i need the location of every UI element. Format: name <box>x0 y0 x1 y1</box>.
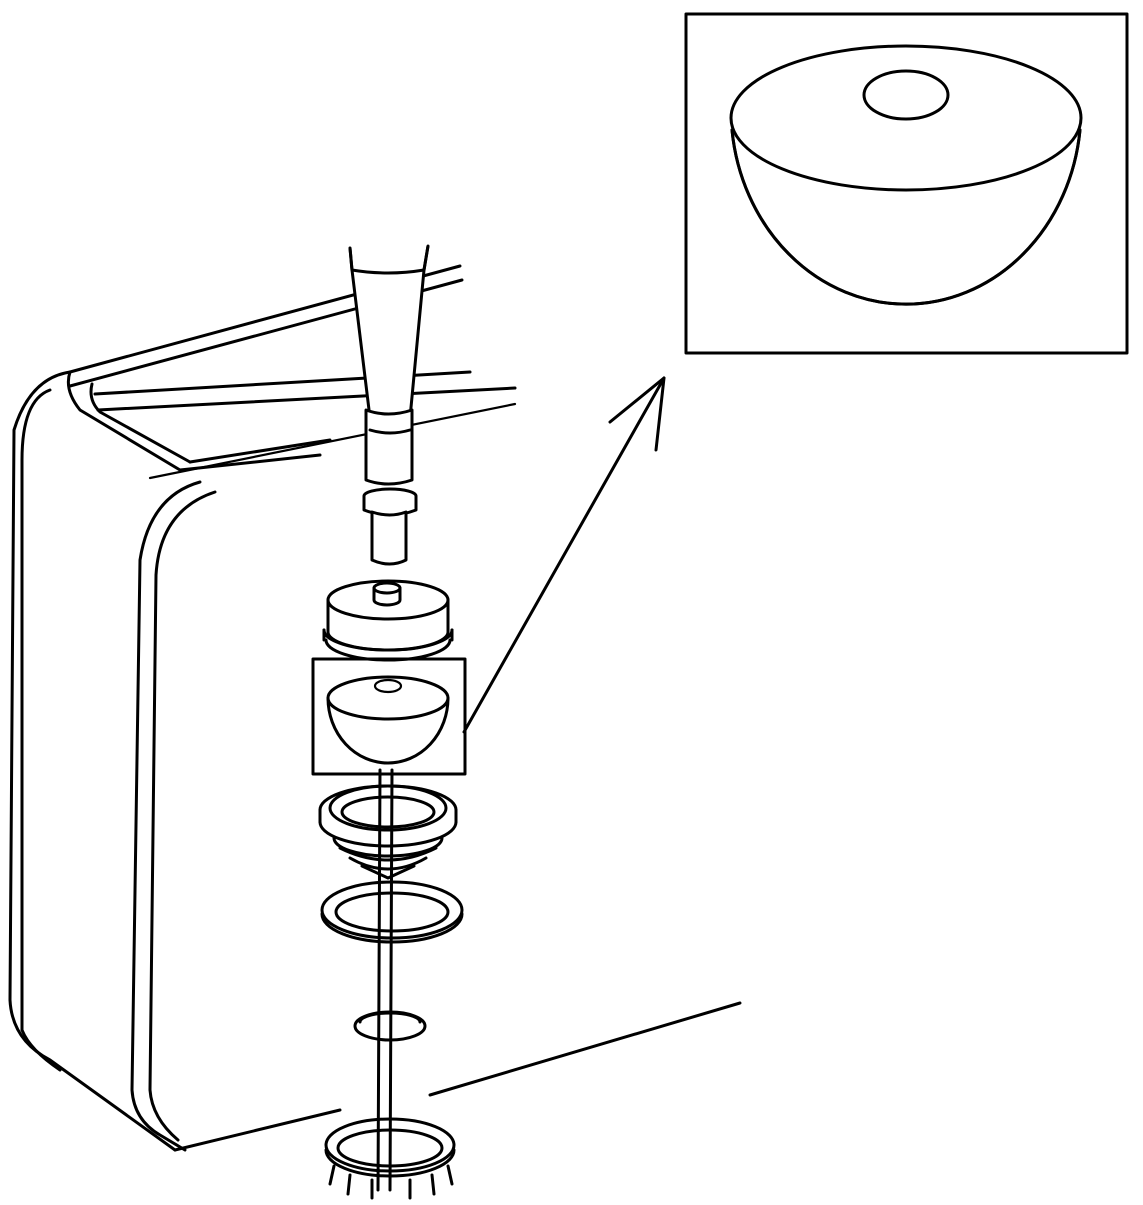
zoom-inset <box>684 12 1129 355</box>
float-cup <box>311 657 467 776</box>
upper-seal-ring <box>318 784 458 880</box>
bottom-ring <box>324 1117 456 1200</box>
small-ring <box>353 1010 427 1042</box>
flat-washer <box>320 880 464 944</box>
neck-coupling <box>362 487 418 566</box>
rod <box>376 768 394 1192</box>
callout-arrow <box>462 376 666 734</box>
tank-body <box>8 264 742 1152</box>
filler-neck-tube <box>348 244 430 486</box>
cap-disc <box>326 579 450 652</box>
